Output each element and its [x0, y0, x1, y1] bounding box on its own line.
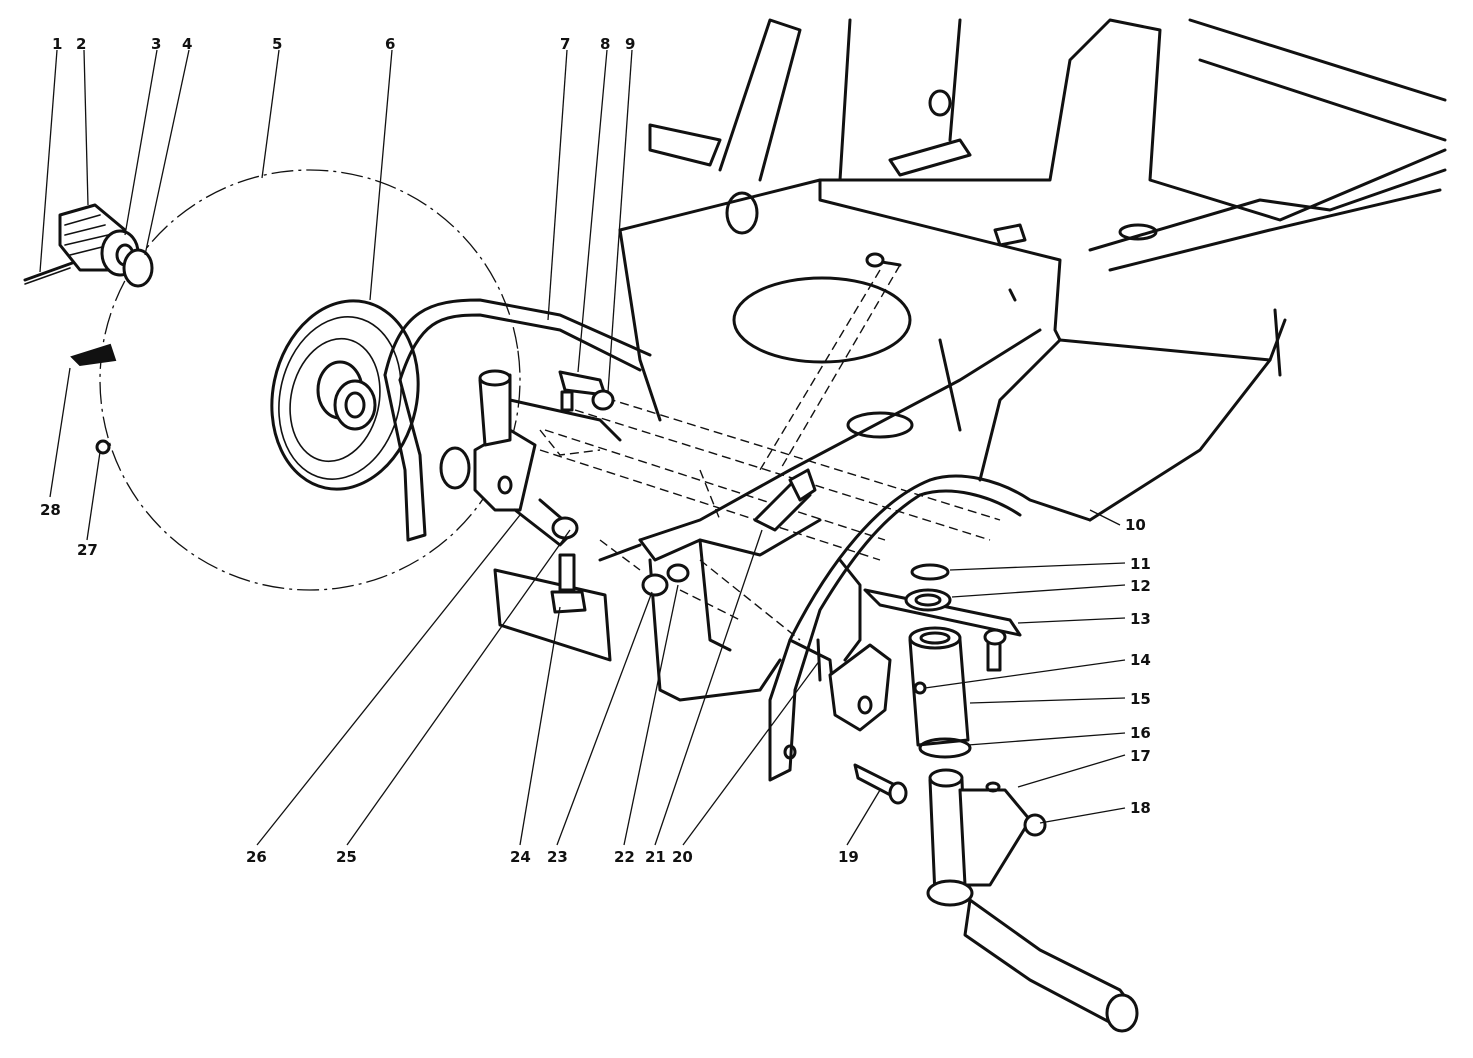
flange-bushing [122, 248, 154, 288]
callout-labels: 1 2 3 4 5 6 7 8 9 10 11 12 13 14 15 16 1… [40, 35, 1151, 866]
callout-10: 10 [1125, 516, 1146, 534]
callout-7: 7 [560, 35, 570, 53]
callout-13: 13 [1130, 610, 1151, 628]
callout-23: 23 [547, 848, 568, 866]
callout-25: 25 [336, 848, 357, 866]
callout-5: 5 [272, 35, 282, 53]
callout-27: 27 [77, 541, 98, 559]
callout-2: 2 [76, 35, 86, 53]
callout-18: 18 [1130, 799, 1151, 817]
callout-22: 22 [614, 848, 635, 866]
callout-19: 19 [838, 848, 859, 866]
callout-15: 15 [1130, 690, 1151, 708]
chassis-frame [493, 18, 1447, 702]
pin-top [558, 370, 615, 412]
callout-21: 21 [645, 848, 666, 866]
right-pivot-bracket [816, 638, 892, 732]
callout-14: 14 [1130, 651, 1151, 669]
cotter-pin [23, 260, 77, 285]
leader-lines [39, 49, 1126, 846]
right-spindle-arm [926, 768, 1139, 1033]
left-spindle [439, 369, 622, 512]
callout-8: 8 [600, 35, 610, 53]
valve-stem [70, 343, 117, 367]
right-axle-bar [863, 588, 1022, 637]
valve-cap [95, 439, 111, 455]
hex-bolt-right [983, 628, 1007, 672]
callout-1: 1 [52, 35, 62, 53]
lock-nut [1023, 813, 1047, 837]
tie-rod [383, 298, 652, 542]
wheel-tire [99, 169, 521, 591]
bolt-left [550, 553, 587, 614]
long-bolt [753, 252, 902, 532]
callout-4: 4 [182, 35, 192, 53]
callout-17: 17 [1130, 747, 1151, 765]
thrust-washer [918, 737, 972, 759]
callout-24: 24 [510, 848, 531, 866]
retaining-ring [910, 563, 950, 581]
clevis-pin [853, 763, 908, 805]
callout-16: 16 [1130, 724, 1151, 742]
wheel-rim [270, 299, 420, 491]
callout-12: 12 [1130, 577, 1151, 595]
ball-joint [551, 516, 690, 597]
callout-3: 3 [151, 35, 161, 53]
callout-26: 26 [246, 848, 267, 866]
callout-11: 11 [1130, 555, 1151, 573]
callout-28: 28 [40, 501, 61, 519]
callout-6: 6 [385, 35, 395, 53]
callout-9: 9 [625, 35, 635, 53]
callout-20: 20 [672, 848, 693, 866]
spindle-tube [908, 626, 970, 747]
flat-washer [904, 588, 952, 612]
axle-hidden-lines [539, 264, 1001, 641]
